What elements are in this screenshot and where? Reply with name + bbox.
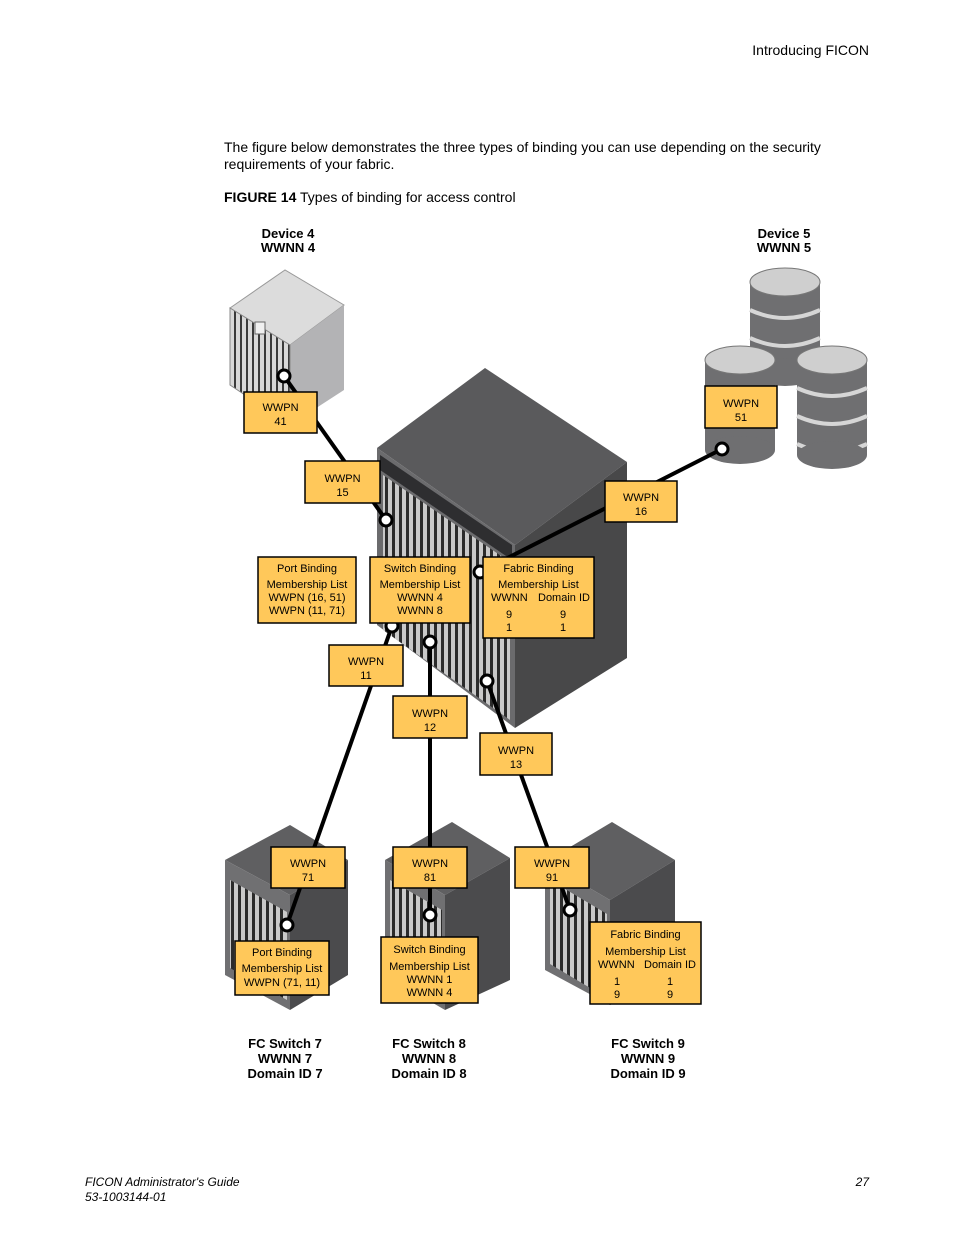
svg-text:Membership List: Membership List <box>605 946 686 958</box>
svg-text:Device 4: Device 4 <box>262 226 316 241</box>
wwpn-value: 16 <box>635 506 647 518</box>
svg-text:9: 9 <box>560 609 566 621</box>
svg-text:WWNN 9: WWNN 9 <box>621 1051 675 1066</box>
device-5-label: Device 5 WWNN 5 <box>757 226 811 255</box>
svg-text:Domain ID 9: Domain ID 9 <box>610 1066 685 1081</box>
svg-text:Device 5: Device 5 <box>758 226 811 241</box>
svg-text:WWNN 7: WWNN 7 <box>258 1051 312 1066</box>
svg-text:WWPN (71, 11): WWPN (71, 11) <box>244 977 320 989</box>
footer-doc-number: 53-1003144-01 <box>85 1190 167 1204</box>
svg-text:WWPN (16, 51): WWPN (16, 51) <box>268 592 345 604</box>
svg-text:FC Switch 8: FC Switch 8 <box>392 1036 466 1051</box>
svg-text:Membership List: Membership List <box>380 579 461 591</box>
svg-text:1: 1 <box>560 622 566 634</box>
device-4-label: Device 4 WWNN 4 <box>261 226 316 255</box>
svg-text:FC Switch 7: FC Switch 7 <box>248 1036 322 1051</box>
svg-text:Fabric Binding: Fabric Binding <box>610 929 680 941</box>
wwpn-box-41: WWPN 41 <box>243 391 318 434</box>
wwpn-box-13: WWPN 13 <box>479 732 553 776</box>
svg-text:WWPN (11, 71): WWPN (11, 71) <box>269 605 345 617</box>
svg-text:Port Binding: Port Binding <box>277 563 337 575</box>
wwpn-value: 12 <box>424 722 436 734</box>
fc-switch-8-label: FC Switch 8 WWNN 8 Domain ID 8 <box>391 1036 466 1081</box>
svg-text:Membership List: Membership List <box>267 579 348 591</box>
intro-line-1: The figure below demonstrates the three … <box>224 139 821 155</box>
svg-text:FC Switch 9: FC Switch 9 <box>611 1036 685 1051</box>
svg-text:WWNN 4: WWNN 4 <box>261 240 316 255</box>
svg-text:Port Binding: Port Binding <box>252 947 312 959</box>
footer-doc-info: FICON Administrator's Guide 53-1003144-0… <box>85 1175 240 1205</box>
svg-text:1: 1 <box>667 976 673 988</box>
intro-paragraph: The figure below demonstrates the three … <box>224 139 834 173</box>
wwpn-value: 81 <box>424 872 436 884</box>
fc-switch-7-label: FC Switch 7 WWNN 7 Domain ID 7 <box>247 1036 322 1081</box>
svg-text:9: 9 <box>506 609 512 621</box>
wwpn-label: WWPN <box>412 858 448 870</box>
svg-text:Membership List: Membership List <box>498 579 579 591</box>
switch-binding-box-main: Switch Binding Membership List WWNN 4 WW… <box>369 556 471 624</box>
wwpn-box-51: WWPN 51 <box>704 385 778 429</box>
svg-text:WWNN 8: WWNN 8 <box>397 605 443 617</box>
fc-switch-9-label: FC Switch 9 WWNN 9 Domain ID 9 <box>610 1036 685 1081</box>
svg-text:Switch Binding: Switch Binding <box>393 944 465 956</box>
svg-text:Switch Binding: Switch Binding <box>384 563 456 575</box>
wwpn-box-12: WWPN 12 <box>392 695 468 739</box>
intro-line-2: requirements of your fabric. <box>224 156 395 172</box>
wwpn-box-91: WWPN 91 <box>514 846 590 889</box>
svg-text:Membership List: Membership List <box>389 961 470 973</box>
fabric-binding-box-switch-9: Fabric Binding Membership List WWNN Doma… <box>589 921 702 1005</box>
wwpn-box-81: WWPN 81 <box>392 846 468 889</box>
wwpn-label: WWPN <box>348 656 384 668</box>
svg-text:Fabric Binding: Fabric Binding <box>503 563 573 575</box>
wwpn-value: 71 <box>302 872 314 884</box>
svg-text:Domain ID: Domain ID <box>538 592 590 604</box>
svg-text:WWNN: WWNN <box>491 592 528 604</box>
svg-text:WWNN 5: WWNN 5 <box>757 240 811 255</box>
svg-text:WWNN: WWNN <box>598 959 635 971</box>
svg-text:1: 1 <box>506 622 512 634</box>
wwpn-box-11: WWPN 11 <box>328 644 404 687</box>
wwpn-label: WWPN <box>324 473 360 485</box>
svg-text:WWNN 4: WWNN 4 <box>407 987 453 999</box>
wwpn-box-15: WWPN 15 <box>304 460 381 504</box>
wwpn-value: 11 <box>360 670 371 682</box>
wwpn-box-71: WWPN 71 <box>270 846 346 889</box>
port-binding-box-main: Port Binding Membership List WWPN (16, 5… <box>257 556 357 624</box>
svg-text:Domain ID 8: Domain ID 8 <box>391 1066 466 1081</box>
switch-binding-box-switch-8: Switch Binding Membership List WWNN 1 WW… <box>380 936 479 1004</box>
svg-text:1: 1 <box>614 976 620 988</box>
wwpn-value: 41 <box>274 416 286 428</box>
figure-caption: FIGURE 14 Types of binding for access co… <box>224 189 516 205</box>
wwpn-label: WWPN <box>623 492 659 504</box>
svg-text:9: 9 <box>667 989 673 1001</box>
svg-text:9: 9 <box>614 989 620 1001</box>
svg-text:Domain ID 7: Domain ID 7 <box>247 1066 322 1081</box>
wwpn-value: 51 <box>735 412 747 424</box>
wwpn-value: 13 <box>510 759 522 771</box>
wwpn-value: 91 <box>546 872 558 884</box>
svg-text:WWNN 4: WWNN 4 <box>397 592 443 604</box>
wwpn-label: WWPN <box>723 398 759 410</box>
svg-text:Domain ID: Domain ID <box>644 959 696 971</box>
device-5-storage <box>704 267 868 469</box>
page-number: 27 <box>855 1175 869 1189</box>
figure-caption-text: Types of binding for access control <box>300 189 516 205</box>
running-header: Introducing FICON <box>752 42 869 58</box>
svg-text:WWNN 1: WWNN 1 <box>407 974 453 986</box>
wwpn-label: WWPN <box>498 745 534 757</box>
svg-text:WWNN 8: WWNN 8 <box>402 1051 456 1066</box>
main-director-switch <box>377 368 627 728</box>
wwpn-label: WWPN <box>262 402 298 414</box>
wwpn-label: WWPN <box>412 708 448 720</box>
wwpn-value: 15 <box>336 487 348 499</box>
svg-text:Membership List: Membership List <box>242 963 323 975</box>
footer-doc-title: FICON Administrator's Guide <box>85 1175 240 1189</box>
port-binding-box-switch-7: Port Binding Membership List WWPN (71, 1… <box>234 940 330 996</box>
wwpn-box-16: WWPN 16 <box>604 480 678 523</box>
wwpn-label: WWPN <box>290 858 326 870</box>
fabric-binding-box-main: Fabric Binding Membership List WWNN Doma… <box>482 556 595 639</box>
figure-number: FIGURE 14 <box>224 189 297 205</box>
wwpn-label: WWPN <box>534 858 570 870</box>
